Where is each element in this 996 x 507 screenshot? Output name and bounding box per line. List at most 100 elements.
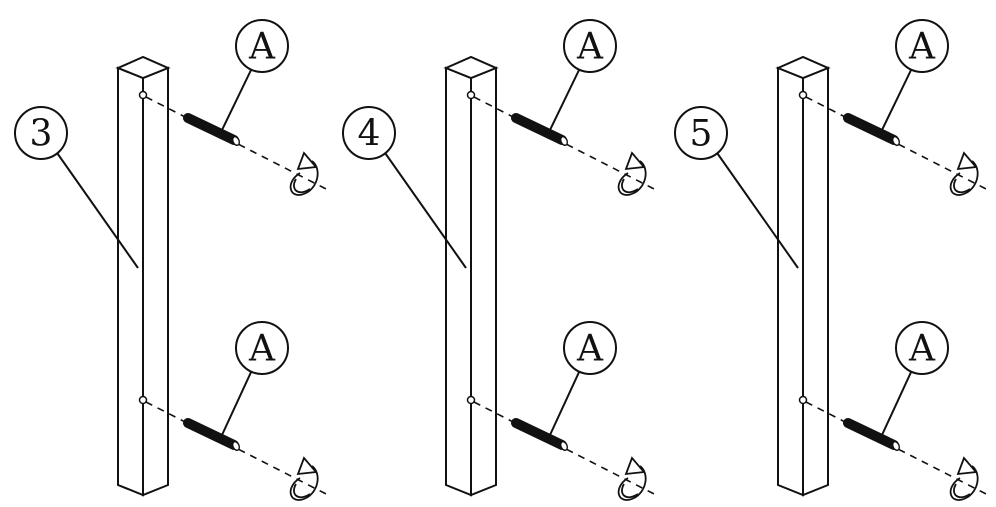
part-callout-circle bbox=[674, 106, 728, 160]
peg-callout: A bbox=[895, 321, 949, 375]
post-top-face bbox=[443, 55, 499, 80]
peg-hole bbox=[466, 90, 476, 100]
rotate-arrow-head bbox=[296, 151, 318, 171]
peg-callout: A bbox=[895, 19, 949, 73]
rotate-arrow-curve bbox=[289, 465, 319, 501]
panel-1: 3AA bbox=[14, 19, 331, 501]
post-bar bbox=[775, 55, 831, 497]
rotate-arrow-head bbox=[624, 456, 646, 476]
dowel-peg bbox=[843, 418, 899, 450]
insertion-axis-line bbox=[805, 96, 991, 192]
insertion-axis-line bbox=[473, 401, 659, 497]
peg-end-cap bbox=[891, 441, 901, 451]
post-bar bbox=[115, 55, 171, 497]
peg-leader-line bbox=[881, 369, 913, 436]
peg-leader-line bbox=[221, 67, 253, 131]
part-callout-circle bbox=[14, 106, 68, 160]
peg-leader-line bbox=[221, 369, 253, 436]
peg-end-cap bbox=[559, 136, 569, 146]
rotate-arrow-inner bbox=[293, 178, 311, 194]
part-number-label: 3 bbox=[30, 114, 53, 155]
peg-label: A bbox=[908, 329, 936, 370]
rotate-arrow-curve bbox=[949, 160, 979, 196]
peg-leader-line bbox=[549, 369, 581, 436]
upper-peg-assembly: A bbox=[466, 19, 659, 196]
panel-3: 5AA bbox=[674, 19, 991, 501]
insertion-axis-line bbox=[145, 401, 331, 497]
lower-peg-assembly: A bbox=[138, 321, 331, 501]
peg-callout: A bbox=[235, 321, 289, 375]
upper-peg-assembly: A bbox=[138, 19, 331, 196]
peg-callout-circle bbox=[563, 19, 617, 73]
part-number-callout: 4 bbox=[342, 106, 396, 160]
panel-2: 4AA bbox=[342, 19, 659, 501]
part-number-callout: 3 bbox=[14, 106, 68, 160]
rotate-arrow-curve bbox=[949, 465, 979, 501]
peg-label: A bbox=[908, 27, 936, 68]
post-top-face bbox=[115, 55, 171, 80]
rotate-arrow-icon bbox=[617, 456, 647, 501]
peg-end-cap bbox=[231, 441, 241, 451]
peg-callout-circle bbox=[235, 321, 289, 375]
dowel-peg bbox=[511, 418, 567, 450]
part-number-label: 5 bbox=[690, 114, 713, 155]
peg-callout-circle bbox=[563, 321, 617, 375]
peg-end-cap bbox=[559, 441, 569, 451]
part-number-callout: 5 bbox=[674, 106, 728, 160]
rotate-arrow-inner bbox=[953, 178, 971, 194]
peg-callout: A bbox=[235, 19, 289, 73]
post-right-face bbox=[802, 66, 829, 497]
rotate-arrow-icon bbox=[949, 456, 979, 501]
peg-end-cap bbox=[891, 136, 901, 146]
post-left-face bbox=[445, 66, 472, 497]
rotate-arrow-inner bbox=[621, 483, 639, 499]
peg-label: A bbox=[576, 329, 604, 370]
peg-leader-line bbox=[549, 67, 581, 131]
post-left-face bbox=[117, 66, 144, 497]
peg-hole bbox=[798, 90, 808, 100]
peg-label: A bbox=[248, 329, 276, 370]
peg-callout-circle bbox=[895, 321, 949, 375]
dowel-peg bbox=[183, 113, 239, 145]
peg-label: A bbox=[248, 27, 276, 68]
rotate-arrow-head bbox=[956, 151, 978, 171]
part-leader-line bbox=[714, 149, 799, 269]
insertion-axis-line bbox=[473, 96, 659, 192]
peg-hole bbox=[138, 395, 148, 405]
insertion-axis-line bbox=[805, 401, 991, 497]
peg-hole bbox=[466, 395, 476, 405]
post-right-face bbox=[142, 66, 169, 497]
lower-peg-assembly: A bbox=[798, 321, 991, 501]
rotate-arrow-curve bbox=[289, 160, 319, 196]
insertion-axis-line bbox=[145, 96, 331, 192]
peg-leader-line bbox=[881, 67, 913, 131]
rotate-arrow-head bbox=[296, 456, 318, 476]
rotate-arrow-curve bbox=[617, 465, 647, 501]
peg-callout: A bbox=[563, 19, 617, 73]
rotate-arrow-head bbox=[956, 456, 978, 476]
rotate-arrow-icon bbox=[289, 151, 319, 196]
part-leader-line bbox=[54, 149, 139, 269]
peg-hole bbox=[138, 90, 148, 100]
dowel-peg bbox=[183, 418, 239, 450]
part-leader-line bbox=[382, 149, 467, 269]
dowel-peg bbox=[843, 113, 899, 145]
rotate-arrow-icon bbox=[949, 151, 979, 196]
peg-callout-circle bbox=[235, 19, 289, 73]
part-callout-circle bbox=[342, 106, 396, 160]
peg-hole bbox=[798, 395, 808, 405]
post-left-face bbox=[777, 66, 804, 497]
rotate-arrow-icon bbox=[617, 151, 647, 196]
rotate-arrow-curve bbox=[617, 160, 647, 196]
peg-callout-circle bbox=[895, 19, 949, 73]
lower-peg-assembly: A bbox=[466, 321, 659, 501]
rotate-arrow-inner bbox=[953, 483, 971, 499]
rotate-arrow-icon bbox=[289, 456, 319, 501]
rotate-arrow-inner bbox=[621, 178, 639, 194]
part-number-label: 4 bbox=[358, 114, 381, 155]
post-top-face bbox=[775, 55, 831, 80]
rotate-arrow-head bbox=[624, 151, 646, 171]
post-right-face bbox=[470, 66, 497, 497]
